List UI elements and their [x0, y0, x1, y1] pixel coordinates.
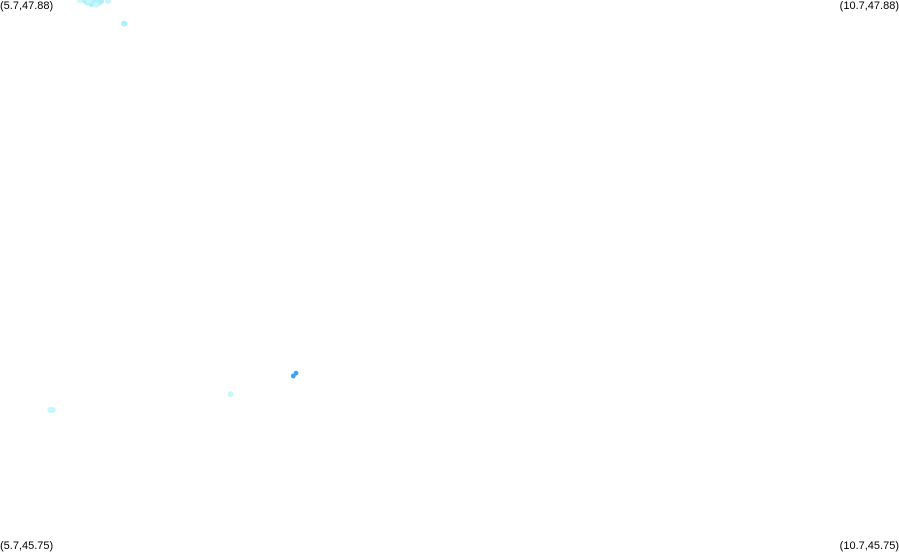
corner-coordinate-top-left: (5.7,47.88)	[0, 0, 54, 12]
map-point	[86, 0, 93, 4]
map-point	[121, 20, 128, 27]
map-point	[105, 0, 112, 4]
corner-coordinate-bottom-left: (5.7,45.75)	[0, 540, 54, 552]
map-point	[49, 407, 56, 413]
map-point	[293, 370, 299, 376]
map-point	[77, 0, 84, 4]
map-point	[227, 391, 234, 398]
corner-coordinate-top-right: (10.7,47.88)	[839, 0, 899, 12]
map-point	[93, 1, 100, 8]
map-point	[98, 0, 104, 5]
points-layer	[47, 0, 299, 413]
corner-coordinate-bottom-right: (10.7,45.75)	[839, 540, 899, 552]
